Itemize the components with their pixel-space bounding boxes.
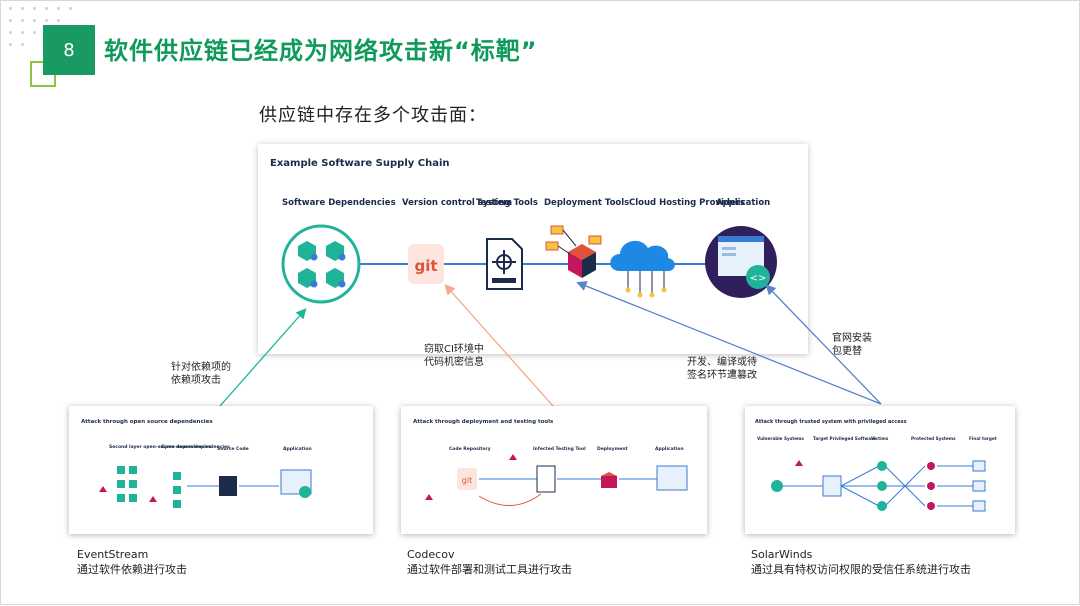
eventstream-label-3: Source Code (217, 446, 249, 452)
stage-label-vcs-text: Version control system (402, 198, 512, 208)
annotation-build: 开发、编译或待 签名环节遭篡改 (687, 357, 757, 381)
stage-label-dependencies: Software Dependencies (282, 198, 396, 208)
stage-label-testing: Testing Tools (476, 198, 538, 208)
git-icon: git (408, 244, 444, 284)
solarwinds-title: Attack through trusted system with privi… (755, 419, 907, 425)
case-eventstream-desc: 通过软件依赖进行攻击 (77, 563, 187, 576)
codecov-label-2: Infected Testing Tool (533, 446, 586, 452)
case-codecov-desc: 通过软件部署和测试工具进行攻击 (407, 563, 572, 576)
case-codecov-name: Codecov (407, 548, 455, 561)
cloud-icon (610, 240, 675, 298)
case-solarwinds-desc: 通过具有特权访问权限的受信任系统进行攻击 (751, 563, 971, 576)
dependencies-icon (281, 224, 361, 304)
case-eventstream-caption: EventStream 通过软件依赖进行攻击 (77, 547, 187, 577)
slide-number: 8 (43, 25, 95, 75)
testing-tool-icon (486, 238, 523, 290)
stage-label-application: Application (716, 198, 770, 208)
solarwinds-label-2: Target Privileged Software (813, 436, 876, 441)
supply-chain-diagram: Example Software Supply Chain Software D… (258, 144, 808, 354)
diagram-title: Example Software Supply Chain (270, 158, 450, 169)
eventstream-title: Attack through open source dependencies (81, 419, 213, 425)
codecov-svg: Attack through deployment and testing to… (413, 419, 688, 506)
arrow-dependency (219, 308, 307, 407)
eventstream-label-1: Second layer open-source dependencies (109, 444, 212, 450)
decorative-dots (1, 1, 91, 61)
codecov-label-3: Deployment (597, 446, 629, 452)
case-codecov-diagram: Attack through deployment and testing to… (401, 406, 707, 534)
solarwinds-label-4: Protected Systems (911, 436, 956, 441)
arrow-site (765, 284, 882, 405)
codecov-label-1: Code Repository (449, 446, 491, 452)
codecov-label-4: Application (655, 446, 684, 452)
slide-title: 软件供应链已经成为网络攻击新“标靶” (104, 37, 538, 65)
annotation-site: 官网安装 包更替 (832, 333, 872, 357)
codecov-git-text: git (462, 476, 472, 485)
deployment-icon (545, 225, 602, 278)
eventstream-svg: Attack through open source dependencies … (81, 419, 312, 508)
solarwinds-label-1: Vulnerable Systems (757, 436, 804, 441)
case-solarwinds-caption: SolarWinds 通过具有特权访问权限的受信任系统进行攻击 (751, 547, 971, 577)
eventstream-label-2: Open-source dependencies (161, 444, 230, 450)
codecov-title: Attack through deployment and testing to… (413, 419, 554, 425)
solarwinds-svg: Attack through trusted system with privi… (755, 419, 997, 512)
case-codecov-caption: Codecov 通过软件部署和测试工具进行攻击 (407, 547, 572, 577)
annotation-ci: 窃取CI环境中 代码机密信息 (424, 344, 484, 368)
code-glyph: <> (750, 273, 767, 284)
solarwinds-label-5: Final target (969, 436, 997, 441)
stage-label-cloud: Cloud Hosting Providers (629, 198, 745, 208)
supply-chain-svg: Example Software Supply Chain Software D… (270, 158, 777, 304)
arrow-ci (444, 284, 554, 407)
case-eventstream-diagram: Attack through open source dependencies … (69, 406, 373, 534)
case-solarwinds-diagram: Attack through trusted system with privi… (745, 406, 1015, 534)
case-eventstream-name: EventStream (77, 548, 149, 561)
eventstream-label-4: Application (283, 446, 312, 452)
stage-label-deployment: Deployment Tools (544, 198, 629, 208)
stage-label-vcs: Version control system (402, 198, 512, 208)
case-solarwinds-name: SolarWinds (751, 548, 813, 561)
slide-subtitle: 供应链中存在多个攻击面： (259, 105, 487, 126)
application-icon: <> (705, 226, 777, 298)
arrow-build (576, 281, 882, 405)
solarwinds-label-3: Victims (871, 436, 889, 441)
annotation-dependency: 针对依赖项的 依赖项攻击 (171, 362, 231, 386)
git-text: git (414, 257, 437, 275)
